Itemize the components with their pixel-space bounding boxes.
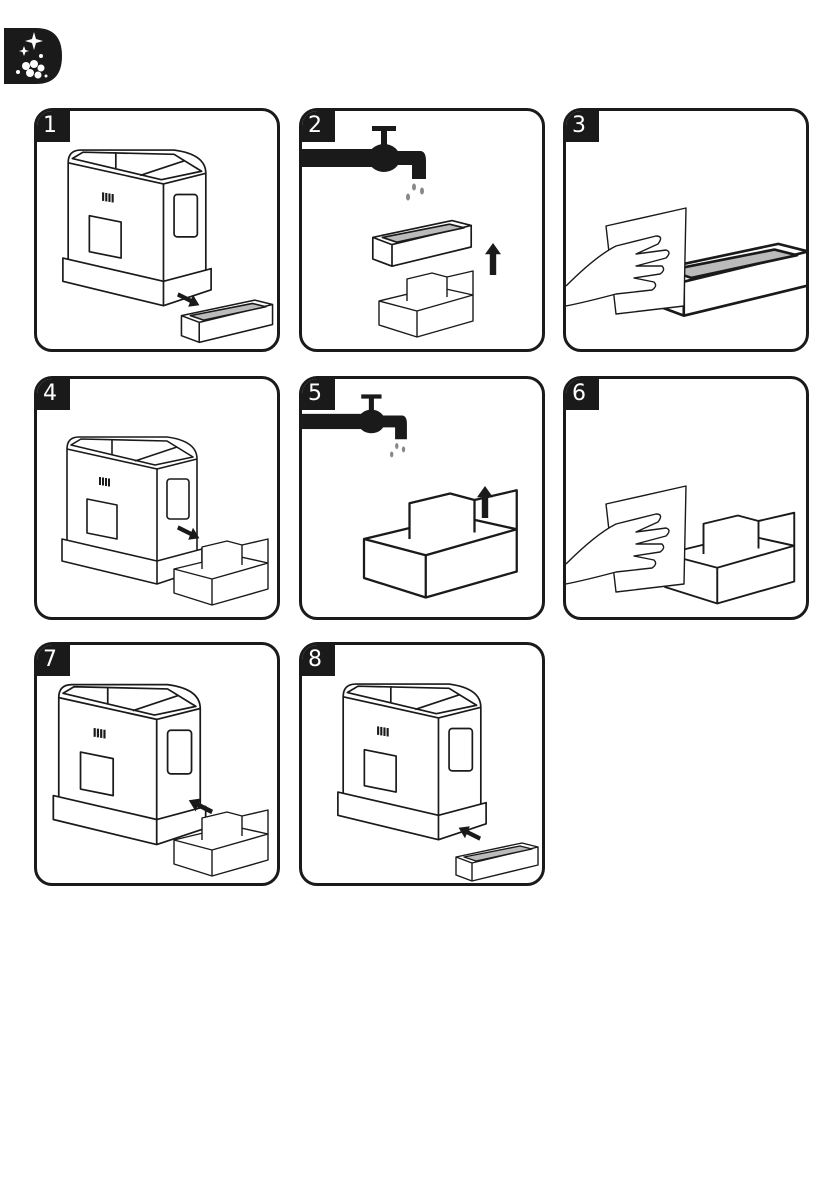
insert-drip-tray-illustration	[337, 683, 539, 882]
step-panel-4: 4	[34, 376, 280, 620]
step-panel-2: 2	[299, 108, 545, 352]
step-panel-3: 3	[563, 108, 809, 352]
wipe-grounds-container-illustration	[566, 485, 796, 605]
step-panel-7: 7	[34, 642, 280, 886]
step-number-badge: 5	[302, 379, 335, 410]
remove-grounds-container-illustration	[61, 436, 269, 606]
step-panel-6: 6	[563, 376, 809, 620]
rinse-grounds-container-illustration	[302, 394, 519, 599]
step-panel-8: 8	[299, 642, 545, 886]
step-number-badge: 7	[37, 645, 70, 676]
step-number-badge: 2	[302, 111, 335, 142]
wipe-drip-tray-illustration	[566, 207, 806, 318]
rinse-drip-tray-grid-illustration	[302, 126, 501, 339]
remove-drip-tray-illustration	[62, 149, 274, 344]
insert-grounds-container-illustration	[52, 683, 269, 877]
step-number-badge: 8	[302, 645, 335, 676]
step-number-badge: 3	[566, 111, 599, 142]
step-number-badge: 1	[37, 111, 70, 142]
step-panel-1: 1	[34, 108, 280, 352]
step-number-badge: 4	[37, 379, 70, 410]
cleaning-icon	[4, 28, 62, 84]
step-number-badge: 6	[566, 379, 599, 410]
step-panel-5: 5	[299, 376, 545, 620]
